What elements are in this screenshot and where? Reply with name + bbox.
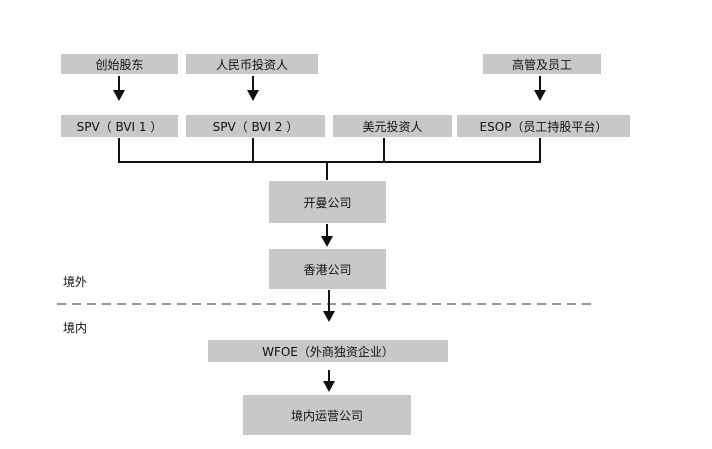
arrowhead-icon xyxy=(534,90,546,101)
arrowhead-icon xyxy=(113,90,125,101)
box-hongkong-label: 香港公司 xyxy=(303,262,352,277)
box-cayman: 开曼公司 xyxy=(269,181,386,223)
box-management-label: 高管及员工 xyxy=(511,57,572,72)
box-wfoe: WFOE（外商独资企业） xyxy=(208,340,448,362)
box-usd-investors: 美元投资人 xyxy=(333,115,452,137)
box-usd-investors-label: 美元投资人 xyxy=(362,119,423,134)
box-cayman-label: 开曼公司 xyxy=(303,195,352,210)
box-spv1-label: SPV（ BVI 1 ） xyxy=(76,119,163,134)
box-esop: ESOP（员工持股平台） xyxy=(457,115,630,137)
box-wfoe-label: WFOE（外商独资企业） xyxy=(262,344,394,359)
box-domestic-operating-company-label: 境内运营公司 xyxy=(290,408,363,423)
box-founders: 创始股东 xyxy=(61,54,178,74)
onshore-label: 境内 xyxy=(63,321,88,335)
box-spv2: SPV（ BVI 2 ） xyxy=(186,115,325,137)
box-spv2-label: SPV（ BVI 2 ） xyxy=(212,119,299,134)
arrowhead-icon xyxy=(323,311,335,322)
box-founders-label: 创始股东 xyxy=(95,57,144,72)
box-hongkong: 香港公司 xyxy=(269,249,386,289)
arrowhead-icon xyxy=(247,90,259,101)
box-esop-label: ESOP（员工持股平台） xyxy=(479,119,608,134)
arrowhead-icon xyxy=(321,236,333,247)
box-rmb-investors: 人民币投资人 xyxy=(186,54,318,74)
box-rmb-investors-label: 人民币投资人 xyxy=(215,57,288,72)
box-domestic-operating-company: 境内运营公司 xyxy=(243,395,411,435)
offshore-label: 境外 xyxy=(63,275,88,289)
arrowhead-icon xyxy=(323,381,335,392)
box-spv1: SPV（ BVI 1 ） xyxy=(61,115,178,137)
box-management: 高管及员工 xyxy=(483,54,601,74)
